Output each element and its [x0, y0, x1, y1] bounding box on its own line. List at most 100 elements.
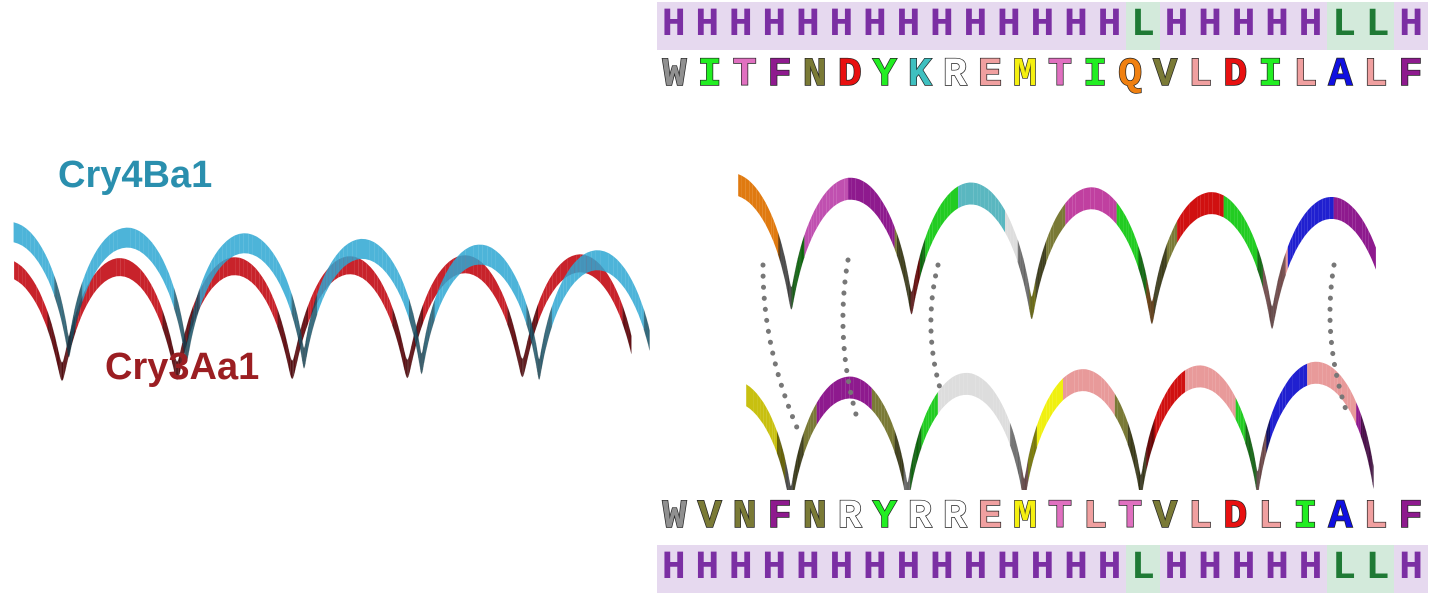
helix-segment: [853, 376, 857, 400]
ss-cell: H: [690, 545, 725, 593]
helix-segment: [492, 275, 496, 299]
helix-segment: [1244, 218, 1248, 246]
helix-segment: [1318, 198, 1323, 223]
helix-segment: [169, 273, 172, 302]
ss-cell: H: [1159, 2, 1194, 50]
helix-segment: [1043, 240, 1047, 270]
helix-segment: [25, 270, 30, 294]
helix-segment: [374, 242, 379, 266]
helix-segment: [955, 373, 960, 398]
cry4ba1-ribbon: [13, 222, 650, 381]
helix-segment: [1292, 229, 1296, 258]
helix-segment: [880, 199, 884, 226]
helix-segment: [465, 247, 470, 270]
helix-segment: [1200, 193, 1205, 217]
helix-segment: [431, 300, 435, 328]
helix-segment: [526, 304, 529, 332]
helix-segment: [1290, 235, 1293, 263]
helix-segment: [1285, 379, 1289, 407]
ss-cell: H: [925, 2, 959, 50]
residue-letter: Q: [1117, 53, 1143, 98]
helix-segment: [586, 251, 592, 273]
helix-segment: [979, 376, 983, 402]
helix-segment: [1001, 205, 1005, 233]
helix-segment: [139, 231, 144, 255]
helix-segment: [1311, 203, 1315, 229]
helix-segment: [1005, 411, 1008, 440]
helix-segment: [280, 265, 284, 293]
helix-segment: [816, 397, 820, 425]
helix-segment: [563, 273, 567, 300]
residue-letter: L: [1293, 53, 1318, 98]
residue-letter: F: [1398, 53, 1423, 98]
helix-segment: [276, 259, 281, 286]
helix-segment: [147, 279, 152, 303]
helix-segment: [1314, 200, 1319, 226]
helix-segment: [1282, 384, 1286, 412]
helix-segment: [1078, 369, 1083, 392]
helix-segment: [303, 312, 307, 337]
helix-segment: [377, 276, 382, 300]
helix-segment: [1360, 413, 1364, 443]
helix-segment: [803, 426, 806, 455]
helix-segment: [390, 258, 395, 285]
helix-segment: [1192, 365, 1197, 389]
helix-segment: [251, 264, 256, 287]
ss-cell: H: [757, 2, 792, 50]
helix-segment: [1197, 194, 1201, 219]
helix-segment: [801, 432, 805, 461]
helix-segment: [1352, 206, 1356, 233]
helix-segment: [1215, 371, 1220, 397]
helix-segment: [1238, 403, 1241, 431]
helix-segment: [1307, 206, 1312, 233]
helix-segment: [274, 302, 278, 327]
ss-cell: H: [1059, 2, 1093, 50]
helix-segment: [13, 222, 18, 244]
helix-segment: [469, 245, 474, 267]
helix-segment: [859, 179, 864, 204]
helix-segment: [1166, 238, 1170, 266]
ss-cell: H: [891, 545, 926, 593]
helix-segment: [157, 296, 160, 322]
helix-segment: [538, 297, 541, 323]
helix-segment: [423, 298, 426, 323]
helix-segment: [991, 192, 996, 219]
helix-segment: [1249, 229, 1253, 257]
helix-segment: [965, 182, 970, 206]
helix-segment: [124, 258, 129, 279]
helix-segment: [143, 234, 149, 259]
contact-dots: [760, 257, 1349, 433]
helix-segment: [1318, 361, 1323, 385]
ss-cell: H: [992, 545, 1026, 593]
ss-cell: H: [757, 545, 792, 593]
helix-segment: [766, 408, 770, 436]
helix-segment: [291, 293, 295, 321]
residue-letter: I: [1082, 53, 1108, 98]
helix-segment: [944, 380, 949, 406]
helix-segment: [1059, 378, 1063, 404]
helix-segment: [173, 288, 177, 316]
helix-segment: [874, 190, 878, 217]
helix-segment: [1169, 232, 1172, 260]
helix-segment: [841, 377, 846, 401]
helix-segment: [551, 299, 555, 327]
right-panel: [650, 100, 1430, 490]
helix-segment: [1223, 195, 1228, 220]
helix-segment: [473, 244, 479, 266]
helix-segment: [566, 267, 571, 294]
helix-segment: [82, 275, 85, 303]
helix-segment: [777, 232, 781, 261]
helix-segment: [1007, 417, 1011, 446]
helix-segment: [113, 229, 118, 252]
helix-segment: [574, 258, 579, 283]
helix-segment: [552, 268, 557, 292]
helix-segment: [406, 291, 409, 319]
helix-segment: [391, 307, 395, 333]
helix-segment: [948, 377, 953, 403]
helix-segment: [848, 177, 852, 200]
ss-cell: H: [992, 2, 1026, 50]
residue-letter: M: [1012, 53, 1037, 98]
helix-segment: [387, 294, 390, 319]
helix-segment: [495, 250, 500, 275]
